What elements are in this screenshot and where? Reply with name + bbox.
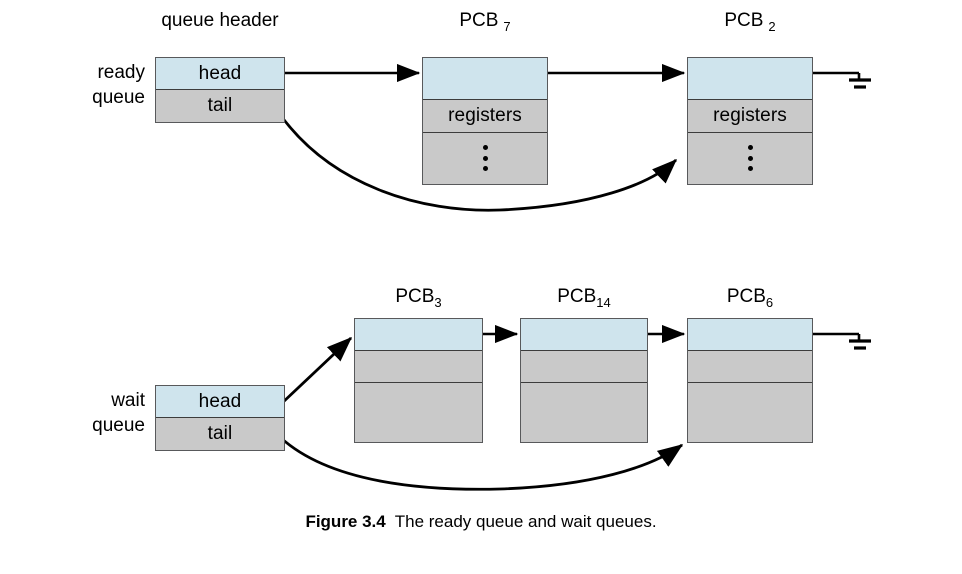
curve-ready-tail-to-pcb2 — [277, 112, 678, 212]
pcb3-title: PCB3 — [354, 286, 483, 310]
pcb6-field-3 — [688, 383, 812, 441]
pcb2-pointer-field — [688, 58, 812, 100]
pcb6-title-subscript: 6 — [765, 294, 774, 310]
pcb14-field-3 — [521, 383, 647, 441]
ellipsis-dot — [747, 144, 753, 150]
pcb3-field-2 — [355, 351, 482, 383]
ellipsis-dot — [482, 166, 488, 172]
wait-head-cell[interactable]: head — [156, 386, 284, 418]
pcb14-title-base: PCB — [557, 286, 597, 307]
pcb14-box[interactable] — [520, 318, 648, 443]
figure-caption: Figure 3.4 The ready queue and wait queue… — [0, 512, 962, 532]
ellipsis-dot — [747, 166, 753, 172]
pcb3-field-3 — [355, 383, 482, 441]
ground-null-icon-ready — [849, 73, 871, 89]
ready-queue-header-box: head tail — [155, 57, 285, 123]
ellipsis-dot — [482, 144, 488, 150]
pcb7-registers-field: registers — [423, 100, 547, 133]
wait-queue-header-box: head tail — [155, 385, 285, 451]
pcb3-title-subscript: 3 — [434, 294, 442, 310]
pcb2-ellipsis-field — [688, 133, 812, 183]
wait-tail-cell[interactable]: tail — [156, 418, 284, 449]
pcb3-title-base: PCB — [395, 286, 435, 307]
pcb6-title-base: PCB — [726, 286, 766, 307]
ready-head-cell[interactable]: head — [156, 58, 284, 90]
arrow-wait-head-to-pcb3 — [280, 336, 353, 406]
pcb7-box[interactable]: registers — [422, 57, 548, 185]
pcb3-box[interactable] — [354, 318, 483, 443]
pcb7-pointer-field — [423, 58, 547, 100]
ellipsis-dot — [747, 155, 753, 161]
curve-wait-tail-to-pcb6 — [280, 436, 684, 491]
ready-tail-cell[interactable]: tail — [156, 90, 284, 121]
pcb6-title: PCB6 — [687, 286, 813, 310]
pcb6-pointer-field — [688, 319, 812, 351]
pcb2-title-base: PCB — [724, 10, 764, 31]
pcb7-title-subscript: 7 — [503, 18, 511, 34]
figure-caption-text: The ready queue and wait queues. — [394, 512, 657, 531]
pcb7-ellipsis-field — [423, 133, 547, 183]
ready-queue-side-label: ready queue — [92, 62, 145, 108]
pcb2-registers-field: registers — [688, 100, 812, 133]
wait-queue-side-label: wait queue — [92, 390, 145, 436]
pcb6-box[interactable] — [687, 318, 813, 443]
queue-header-title: queue header — [161, 10, 279, 31]
pcb2-box[interactable]: registers — [687, 57, 813, 185]
pcb2-title-subscript: 2 — [768, 18, 776, 34]
ground-null-icon-wait — [849, 334, 871, 350]
pcb14-title-subscript: 14 — [596, 294, 611, 310]
pcb3-pointer-field — [355, 319, 482, 351]
pcb7-title-base: PCB — [459, 10, 499, 31]
figure-caption-label: Figure 3.4 — [305, 512, 386, 531]
pcb14-pointer-field — [521, 319, 647, 351]
pcb14-field-2 — [521, 351, 647, 383]
pcb14-title: PCB14 — [520, 286, 648, 310]
ellipsis-dot — [482, 155, 488, 161]
pcb6-field-2 — [688, 351, 812, 383]
